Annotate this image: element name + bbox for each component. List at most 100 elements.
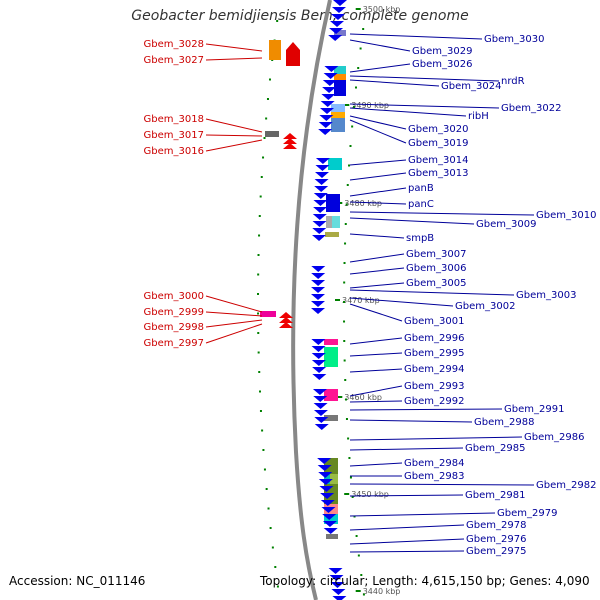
left-label-leader <box>205 134 263 137</box>
right-gene-label[interactable]: Gbem_3022 <box>501 103 561 114</box>
right-label-leader <box>349 385 403 397</box>
right-gene-label[interactable]: Gbem_3013 <box>408 168 468 179</box>
right-gene-label[interactable]: Gbem_2995 <box>404 348 464 359</box>
gene-box-gbem-3018[interactable] <box>265 131 279 137</box>
right-gene-label[interactable]: panC <box>408 199 434 210</box>
right-label-leader <box>349 159 407 166</box>
right-label-leader <box>349 75 500 82</box>
gene-arrow <box>312 214 327 220</box>
gene-arrows-blue <box>311 0 347 600</box>
left-gene-label[interactable]: Gbem_2997 <box>144 338 204 349</box>
right-gene-label[interactable]: Gbem_2979 <box>497 508 557 519</box>
gene-arrow <box>313 200 328 206</box>
right-gene-label[interactable]: panB <box>408 183 434 194</box>
gene-box-gbem-3000[interactable] <box>260 311 276 317</box>
left-gene-labels: Gbem_3028Gbem_3027Gbem_3018Gbem_3017Gbem… <box>144 39 263 349</box>
gene-box-gbem-3028[interactable] <box>269 40 281 60</box>
right-label-leader <box>349 524 465 531</box>
right-gene-label[interactable]: Gbem_3007 <box>406 249 466 260</box>
right-gene-label[interactable]: Gbem_2985 <box>465 443 525 454</box>
right-label-leader <box>349 253 405 263</box>
right-gene-label[interactable]: Gbem_3024 <box>441 81 501 92</box>
gene-arrow <box>322 80 337 86</box>
right-label-leader <box>349 447 464 451</box>
gene-arrow <box>320 493 335 499</box>
right-gene-label[interactable]: Gbem_2994 <box>404 364 464 375</box>
right-label-leader <box>349 172 407 181</box>
right-gene-label[interactable]: Gbem_3009 <box>476 219 536 230</box>
right-gene-label[interactable]: Gbem_2988 <box>474 417 534 428</box>
gene-arrow <box>328 568 343 574</box>
right-gene-label[interactable]: Gbem_2981 <box>465 490 525 501</box>
right-gene-label[interactable]: Gbem_3002 <box>455 301 515 312</box>
right-gene-label[interactable]: Gbem_2975 <box>466 546 526 557</box>
kbp-label: 3460 kbp <box>344 393 382 402</box>
right-gene-label[interactable]: nrdR <box>501 76 525 87</box>
right-label-leader <box>349 63 411 73</box>
right-gene-label[interactable]: Gbem_3020 <box>408 124 468 135</box>
gene-arrow <box>329 575 344 581</box>
right-gene-label[interactable]: Gbem_2982 <box>536 480 596 491</box>
right-label-leader <box>349 289 515 296</box>
gene-arrow <box>320 500 335 506</box>
right-label-leader <box>349 352 403 357</box>
gene-arrow <box>333 0 347 6</box>
gene-arrows-red-group-1 <box>283 133 297 149</box>
right-label-leader <box>349 187 407 197</box>
right-gene-label[interactable]: Gbem_3029 <box>412 46 472 57</box>
right-gene-label[interactable]: Gbem_2983 <box>404 471 464 482</box>
gene-arrow <box>324 66 339 72</box>
left-gene-label[interactable]: Gbem_2999 <box>144 307 204 318</box>
right-gene-label[interactable]: Gbem_3001 <box>404 316 464 327</box>
gene-arrow <box>315 172 330 178</box>
gene-arrow <box>329 28 344 34</box>
left-gene-label[interactable]: Gbem_3018 <box>144 114 204 125</box>
left-label-leader <box>205 323 263 344</box>
left-gene-label[interactable]: Gbem_3016 <box>144 146 204 157</box>
right-label-leader <box>349 436 523 441</box>
gene-arrow <box>311 360 326 366</box>
right-gene-label[interactable]: Gbem_2986 <box>524 432 584 443</box>
right-label-leader <box>349 538 465 545</box>
right-gene-label[interactable]: Gbem_2976 <box>466 534 526 545</box>
right-gene-label[interactable]: Gbem_2978 <box>466 520 526 531</box>
right-gene-label[interactable]: Gbem_2993 <box>404 381 464 392</box>
right-gene-label[interactable]: Gbem_2992 <box>404 396 464 407</box>
right-gene-label[interactable]: Gbem_3030 <box>484 34 544 45</box>
gene-arrow <box>311 339 326 345</box>
right-gene-label[interactable]: Gbem_2991 <box>504 404 564 415</box>
right-label-leader <box>349 297 454 307</box>
gene-arrow <box>318 472 333 478</box>
left-gene-label[interactable]: Gbem_2998 <box>144 322 204 333</box>
right-gene-label[interactable]: Gbem_2984 <box>404 458 464 469</box>
right-gene-label[interactable]: Gbem_3019 <box>408 138 468 149</box>
right-label-leader <box>349 79 440 87</box>
right-label-leader <box>349 550 465 553</box>
right-gene-label[interactable]: Gbem_3014 <box>408 155 468 166</box>
gene-arrow-gbem-3027[interactable] <box>286 42 300 66</box>
gene-arrow <box>322 514 337 520</box>
gene-arrow <box>311 280 326 286</box>
right-gene-label[interactable]: Gbem_2996 <box>404 333 464 344</box>
right-gene-label[interactable]: smpB <box>406 233 434 244</box>
topology-label: Topology: circular; Length: 4,615,150 bp… <box>260 574 590 588</box>
right-gene-label[interactable]: Gbem_3010 <box>536 210 596 221</box>
right-label-leader <box>349 282 405 289</box>
right-gene-label[interactable]: Gbem_3026 <box>412 59 472 70</box>
left-gene-label[interactable]: Gbem_3028 <box>144 39 204 50</box>
gene-arrow <box>312 389 327 395</box>
right-gene-label[interactable]: Gbem_3006 <box>406 263 466 274</box>
gene-arrow <box>311 266 326 272</box>
right-label-leader <box>349 115 407 130</box>
left-gene-label[interactable]: Gbem_3000 <box>144 291 204 302</box>
kbp-label: 3440 kbp <box>363 587 401 596</box>
left-label-leader <box>205 118 263 133</box>
right-gene-label[interactable]: Gbem_3003 <box>516 290 576 301</box>
right-gene-label[interactable]: ribH <box>468 111 489 122</box>
left-gene-label[interactable]: Gbem_3017 <box>144 130 204 141</box>
right-gene-label[interactable]: Gbem_3005 <box>406 278 466 289</box>
gene-arrow <box>328 35 343 41</box>
left-gene-label[interactable]: Gbem_3027 <box>144 55 204 66</box>
